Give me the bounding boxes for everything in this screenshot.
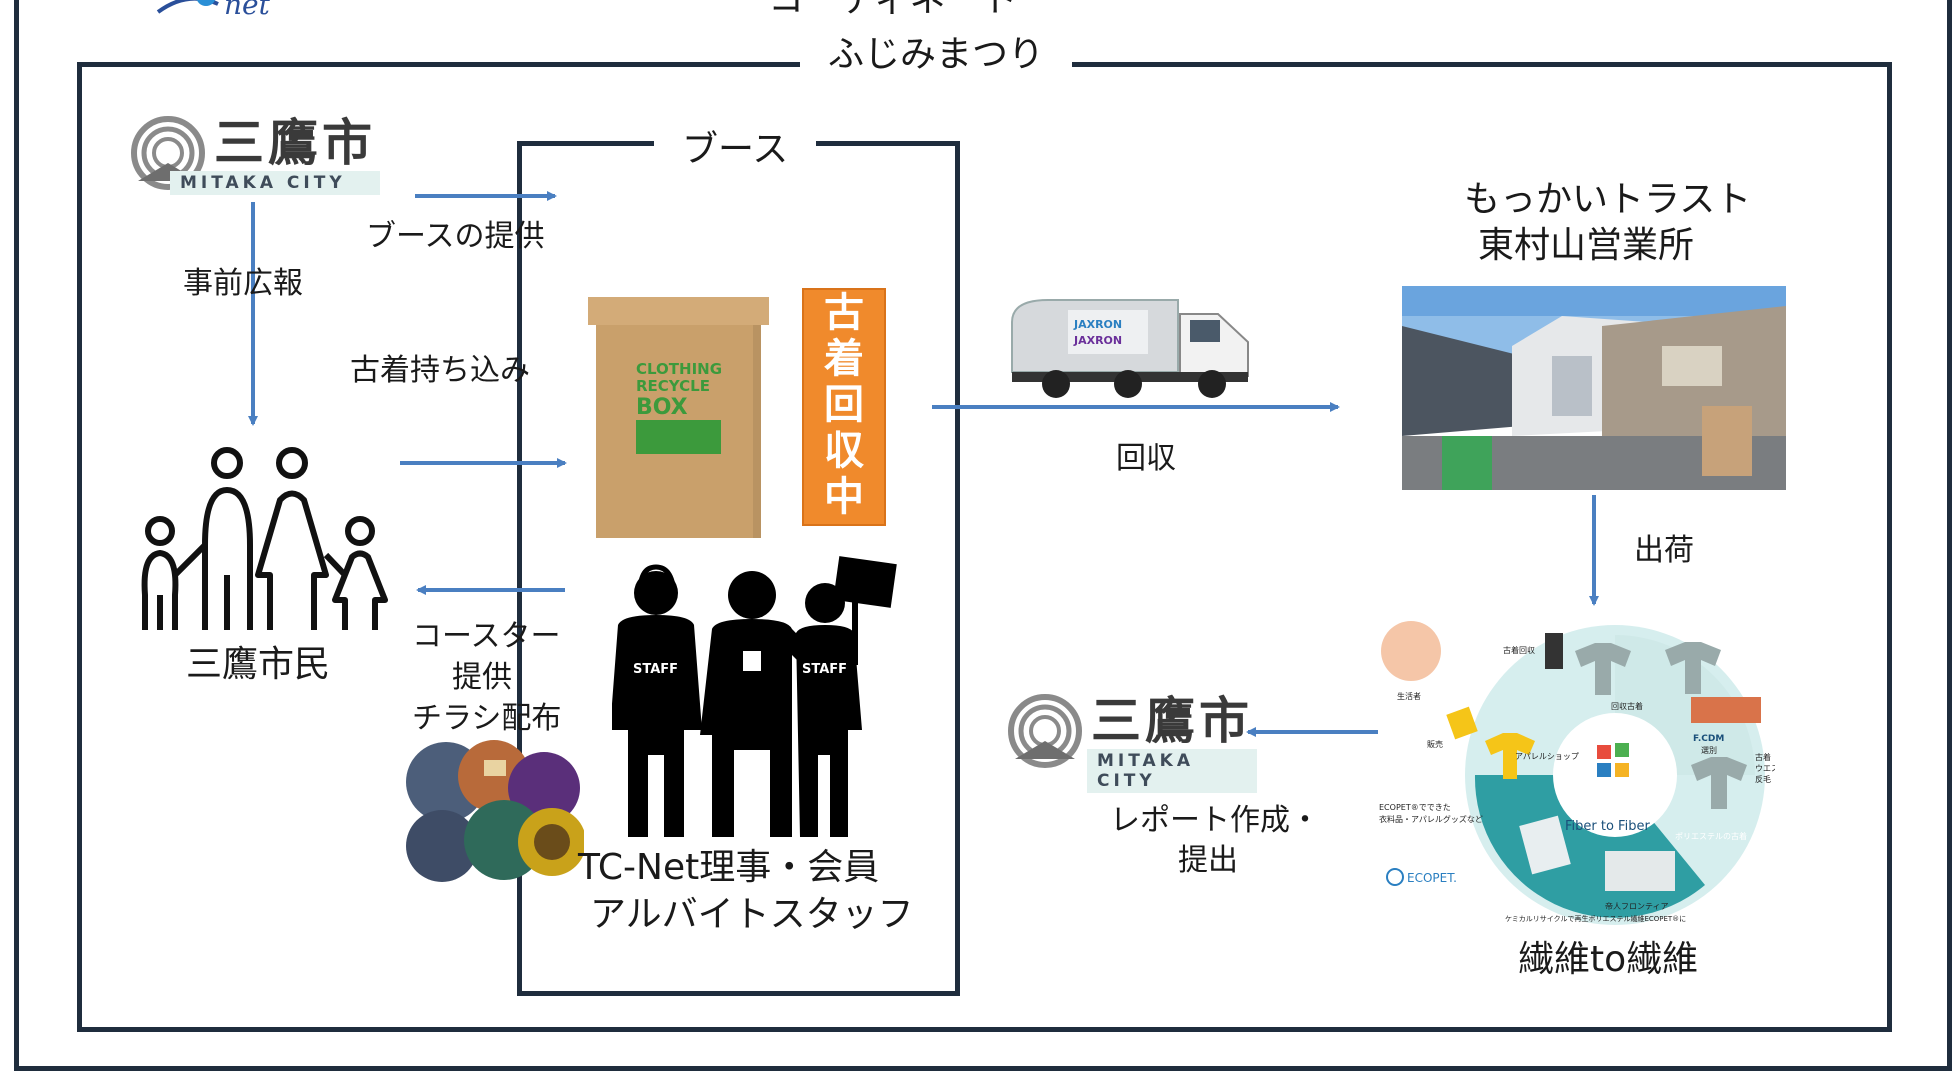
fiber-cycle-illustration: Fiber to Fiber 生活者 販売 古着回収 回収古着 アパレルショップ… [1379, 621, 1775, 925]
cycle-collected: 回収古着 [1611, 701, 1643, 711]
label-citizens: 三鷹市民 [186, 644, 331, 685]
banner: 古 着 回 収 中 [802, 288, 886, 526]
family-illustration [141, 447, 388, 630]
recycle-box-panel [636, 420, 721, 454]
tc-net-logo: net [148, 0, 288, 18]
recycle-box-lid [588, 297, 769, 325]
truck-text-1: JAXRON [1073, 318, 1122, 331]
staff-illustration: STAFF STAFF [612, 556, 897, 837]
banner-char-3: 回 [824, 382, 864, 428]
cycle-sales: 販売 [1427, 739, 1443, 749]
recycle-box: CLOTHING RECYCLE BOX [588, 297, 769, 538]
cycle-waste-1: 古着 [1755, 752, 1771, 762]
truck-illustration: JAXRON JAXRON [1011, 299, 1249, 398]
recycle-box-line1: CLOTHING [636, 360, 723, 378]
label-fiber-to-fiber: 繊維to繊維 [1518, 939, 1699, 980]
banner-char-2: 着 [824, 336, 864, 382]
label-staff-1: TC-Net理事・会員 [578, 847, 880, 888]
banner-char-4: 収 [824, 428, 864, 474]
recycle-box-line2: RECYCLE [636, 377, 710, 395]
banner-char-5: 中 [824, 474, 864, 520]
label-company-1: もっかいトラスト [1464, 179, 1752, 220]
label-booth-provision: ブースの提供 [366, 219, 545, 254]
tc-net-logo-icon: net [156, 0, 271, 18]
outer-frame-title: コーディネート [740, 0, 1046, 22]
mitaka-emblem-icon-2 [1008, 694, 1082, 768]
garbage-truck: JAXRON JAXRON [1008, 292, 1258, 400]
mitaka-logo-bottom: 三鷹市 MITAKA CITY [1007, 692, 1267, 793]
ecopet-logo-icon [1386, 868, 1404, 886]
mitaka-logo-top: 三鷹市 MITAKA CITY [130, 115, 390, 201]
booth-frame-title: ブース [654, 128, 817, 172]
label-staff-2: アルバイトスタッフ [590, 894, 914, 935]
cycle-teijin-2: ケミカルリサイクルで再生ポリエステル繊維ECOPET®に [1505, 914, 1686, 923]
coasters-illustration [406, 740, 584, 882]
truck-text-2: JAXRON [1073, 334, 1122, 347]
cycle-center: Fiber to Fiber [1565, 819, 1650, 834]
company-photo-illustration [1402, 286, 1786, 490]
cycle-fcdm: F.CDM [1693, 734, 1724, 744]
label-shipping: 出荷 [1634, 533, 1694, 568]
cycle-consumer: 生活者 [1397, 691, 1421, 701]
label-collection: 回収 [1116, 441, 1176, 476]
fiber-cycle-diagram: Fiber to Fiber 生活者 販売 古着回収 回収古着 アパレルショップ… [1375, 615, 1775, 935]
mitaka-sub-2: MITAKA CITY [1087, 749, 1257, 793]
label-company-2: 東村山営業所 [1478, 225, 1695, 266]
family-icon [130, 445, 400, 635]
svg-text:net: net [224, 0, 271, 18]
mitaka-sub: MITAKA CITY [170, 171, 380, 195]
cycle-teijin-1: 帝人フロンティア [1605, 901, 1669, 911]
staff-shirt-text-2: STAFF [802, 662, 847, 677]
label-coaster-3: チラシ配布 [412, 701, 562, 736]
company-photo [1402, 286, 1786, 490]
cycle-waste-2: ウエス [1755, 764, 1775, 773]
staff-shirt-text-1: STAFF [633, 662, 678, 677]
banner-char-1: 古 [824, 290, 864, 336]
mitaka-name-2: 三鷹市 [1091, 692, 1253, 750]
cycle-used-collection: 古着回収 [1503, 645, 1535, 655]
coasters-image [404, 740, 584, 882]
label-bring-clothes: 古着持ち込み [350, 353, 530, 388]
mitaka-name: 三鷹市 [214, 114, 376, 172]
label-report-1: レポート作成・ [1110, 803, 1320, 838]
cycle-waste-3: 反毛 [1755, 774, 1771, 784]
cycle-sorting: 選別 [1701, 745, 1717, 755]
outer-frame [14, 0, 1952, 1071]
cycle-ecopet-products-1: ECOPET®でできた [1379, 803, 1451, 812]
cycle-polyester: ポリエステルの古着 [1675, 831, 1747, 841]
cycle-apparel-shop: アパレルショップ [1515, 752, 1579, 761]
label-advance-pr: 事前広報 [183, 266, 303, 301]
recycle-box-line3: BOX [636, 395, 688, 420]
cycle-ecopet-products-2: 衣料品・アパレルグッズなど [1379, 814, 1483, 824]
staff-icon: STAFF STAFF [612, 555, 902, 840]
inner-frame-title: ふじみまつり [800, 33, 1073, 77]
cycle-ecopet-logo: ECOPET. [1407, 871, 1457, 885]
label-coaster-2: 提供 [452, 660, 512, 695]
label-report-2: 提出 [1178, 843, 1238, 878]
label-coaster-1: コースター [412, 619, 561, 654]
